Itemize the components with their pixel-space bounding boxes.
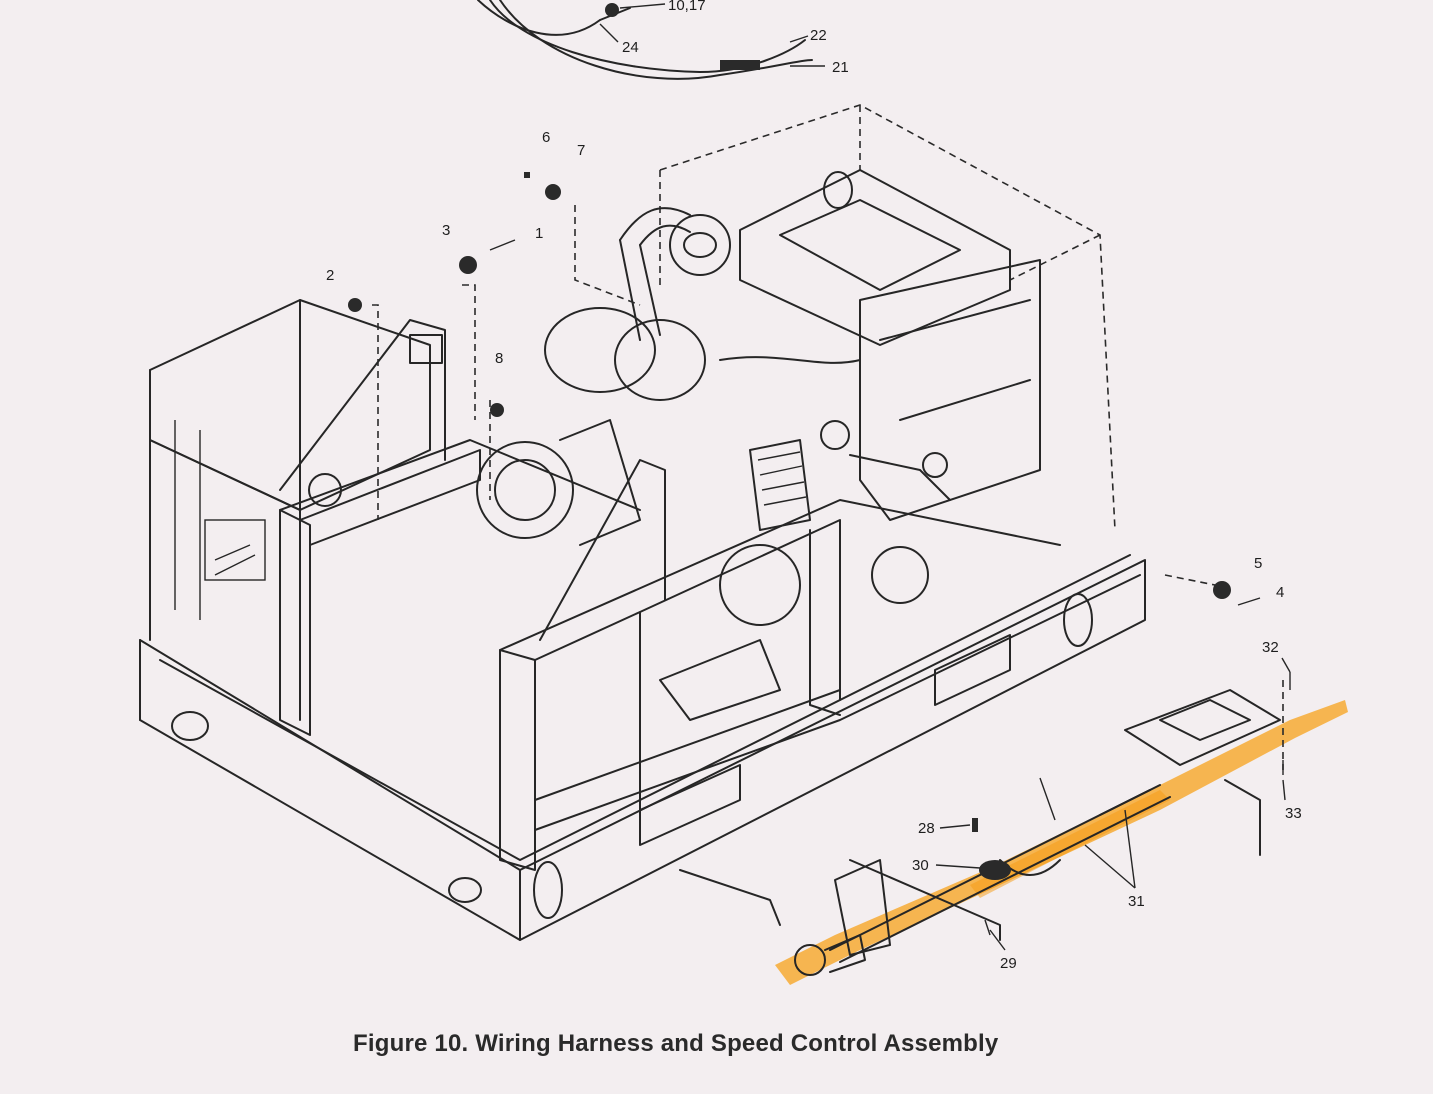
hardware-leaders xyxy=(348,172,1291,775)
callout-1: 1 xyxy=(535,225,543,242)
callout-4: 4 xyxy=(1276,584,1284,601)
screw-6 xyxy=(524,172,530,178)
callout-3: 3 xyxy=(442,222,450,239)
clamp-8 xyxy=(490,403,504,417)
screw-4 xyxy=(1237,597,1261,606)
control-box xyxy=(149,299,431,721)
clip-30 xyxy=(979,860,1011,880)
callout-24: 24 xyxy=(622,39,639,56)
nut-7 xyxy=(545,184,561,200)
screw-28 xyxy=(972,818,978,832)
speed-control-assembly xyxy=(679,689,1281,976)
callout-10-17: 10,17 xyxy=(668,0,706,14)
screw-1 xyxy=(489,239,516,251)
engine xyxy=(476,104,1116,721)
callout-30: 30 xyxy=(912,857,929,874)
frame xyxy=(279,319,1141,871)
callout-5: 5 xyxy=(1254,555,1262,572)
callout-7: 7 xyxy=(577,142,585,159)
wiring-harness xyxy=(477,0,825,80)
callout-leaders xyxy=(935,657,1291,951)
callout-33: 33 xyxy=(1285,805,1302,822)
callout-2: 2 xyxy=(326,267,334,284)
figure-caption: Figure 10. Wiring Harness and Speed Cont… xyxy=(353,1030,999,1057)
callout-32: 32 xyxy=(1262,639,1279,656)
clamp-5 xyxy=(1213,581,1231,599)
callout-21: 21 xyxy=(832,59,849,76)
callout-8: 8 xyxy=(495,350,503,367)
callout-29: 29 xyxy=(1000,955,1017,972)
callout-labels: 10,17 24 22 21 6 7 3 1 2 8 5 4 32 33 28 … xyxy=(326,0,1302,972)
callout-22: 22 xyxy=(810,27,827,44)
callout-31: 31 xyxy=(1128,893,1145,910)
control-knob xyxy=(794,944,826,976)
callout-6: 6 xyxy=(542,129,550,146)
base-skid xyxy=(139,554,1146,941)
callout-28: 28 xyxy=(918,820,935,837)
screw-29 xyxy=(984,919,991,936)
clamp-3 xyxy=(459,256,477,274)
nut-2 xyxy=(348,298,362,312)
